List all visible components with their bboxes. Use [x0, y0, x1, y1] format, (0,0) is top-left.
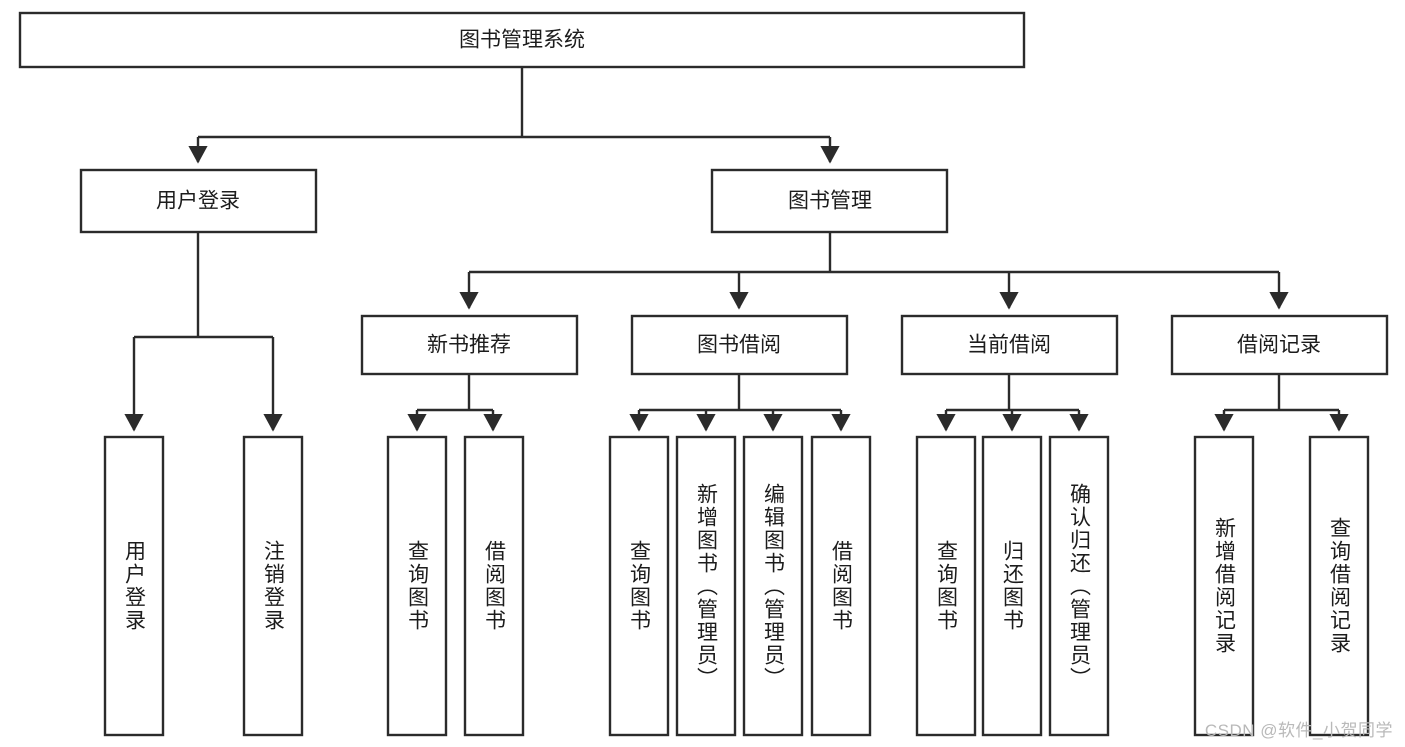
node-book-borrow-box[interactable]	[630, 314, 849, 376]
node-current-borrow-box[interactable]	[900, 314, 1119, 376]
connector-group-book-borrow	[629, 374, 851, 432]
node-user-login[interactable]: 用户登录	[79, 168, 318, 234]
leaf-box-add-book[interactable]	[675, 435, 737, 737]
node-root-box[interactable]	[18, 11, 1026, 69]
node-user-login-label: 用户登录	[156, 190, 240, 213]
leaf-box-user-login[interactable]	[103, 435, 165, 737]
connector-group-user-login	[124, 232, 283, 432]
node-new-book-rec-label: 新书推荐	[427, 334, 511, 357]
node-borrow-record-box[interactable]	[1170, 314, 1389, 376]
connector-group-new-book-rec	[407, 374, 503, 432]
connector-group-root	[188, 67, 840, 164]
leaf-box-edit-book[interactable]	[742, 435, 804, 737]
node-book-manage[interactable]: 图书管理	[710, 168, 949, 234]
node-root[interactable]: 图书管理系统	[18, 11, 1026, 69]
leaf-box-return-book[interactable]	[981, 435, 1043, 737]
leaf-box-borrow-book-1[interactable]	[463, 435, 525, 737]
connector-group-book-manage	[459, 232, 1289, 310]
node-new-book-rec[interactable]: 新书推荐	[360, 314, 579, 376]
connector-group-current-borrow	[936, 374, 1089, 432]
node-book-manage-label: 图书管理	[788, 190, 872, 213]
leaf-box-logout[interactable]	[242, 435, 304, 737]
leaf-box-query-book-1[interactable]	[386, 435, 448, 737]
node-current-borrow[interactable]: 当前借阅	[900, 314, 1119, 376]
node-borrow-record-label: 借阅记录	[1237, 334, 1321, 357]
leaf-boxes	[103, 435, 1370, 737]
leaf-box-query-book-3[interactable]	[915, 435, 977, 737]
leaf-box-confirm-return[interactable]	[1048, 435, 1110, 737]
node-book-borrow-label: 图书借阅	[697, 334, 781, 357]
node-new-book-rec-box[interactable]	[360, 314, 579, 376]
node-user-login-box[interactable]	[79, 168, 318, 234]
node-book-borrow[interactable]: 图书借阅	[630, 314, 849, 376]
leaf-box-add-record[interactable]	[1193, 435, 1255, 737]
node-root-label: 图书管理系统	[459, 29, 585, 52]
csdn-watermark: CSDN @软件_小贺同学	[1204, 721, 1393, 740]
node-book-manage-box[interactable]	[710, 168, 949, 234]
connector-group-borrow-record	[1214, 374, 1349, 432]
node-current-borrow-label: 当前借阅	[967, 334, 1051, 357]
leaf-box-borrow-book-2[interactable]	[810, 435, 872, 737]
leaf-box-query-record[interactable]	[1308, 435, 1370, 737]
node-borrow-record[interactable]: 借阅记录	[1170, 314, 1389, 376]
leaf-box-query-book-2[interactable]	[608, 435, 670, 737]
